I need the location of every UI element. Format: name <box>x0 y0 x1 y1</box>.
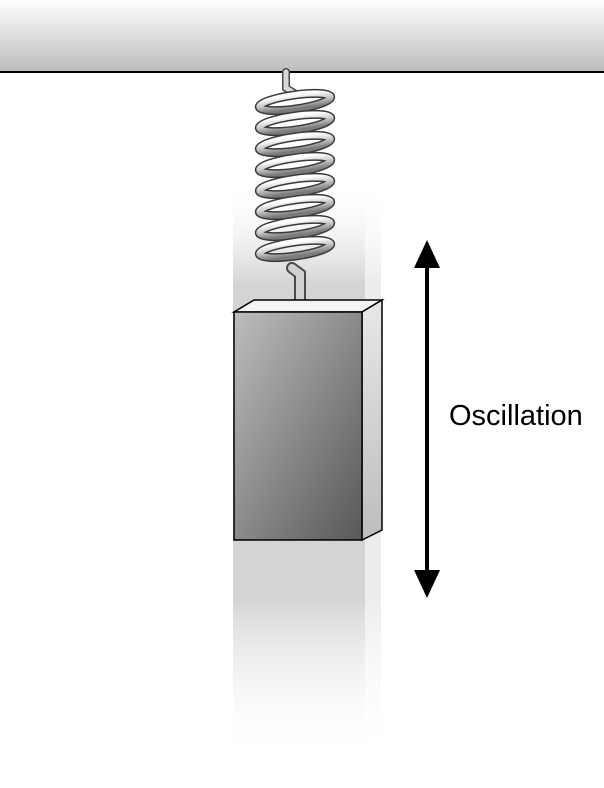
spring-coil-highlight <box>256 111 334 135</box>
ceiling <box>0 0 604 73</box>
spring-coil-highlight <box>256 174 334 198</box>
spring-coil-highlight <box>256 153 334 177</box>
oscillation-label: Oscillation <box>449 400 583 432</box>
spring-coil-highlight <box>256 216 334 240</box>
arrow-down-head <box>414 570 440 598</box>
oscillation-arrow <box>414 240 440 598</box>
spring-coil-highlight <box>256 237 334 261</box>
spring-coil-highlight <box>256 90 334 114</box>
spring-coil-highlight <box>256 195 334 219</box>
mass-block <box>231 298 385 542</box>
spring-coil-highlight <box>256 132 334 156</box>
arrow-up-head <box>414 240 440 268</box>
spring <box>254 68 336 306</box>
